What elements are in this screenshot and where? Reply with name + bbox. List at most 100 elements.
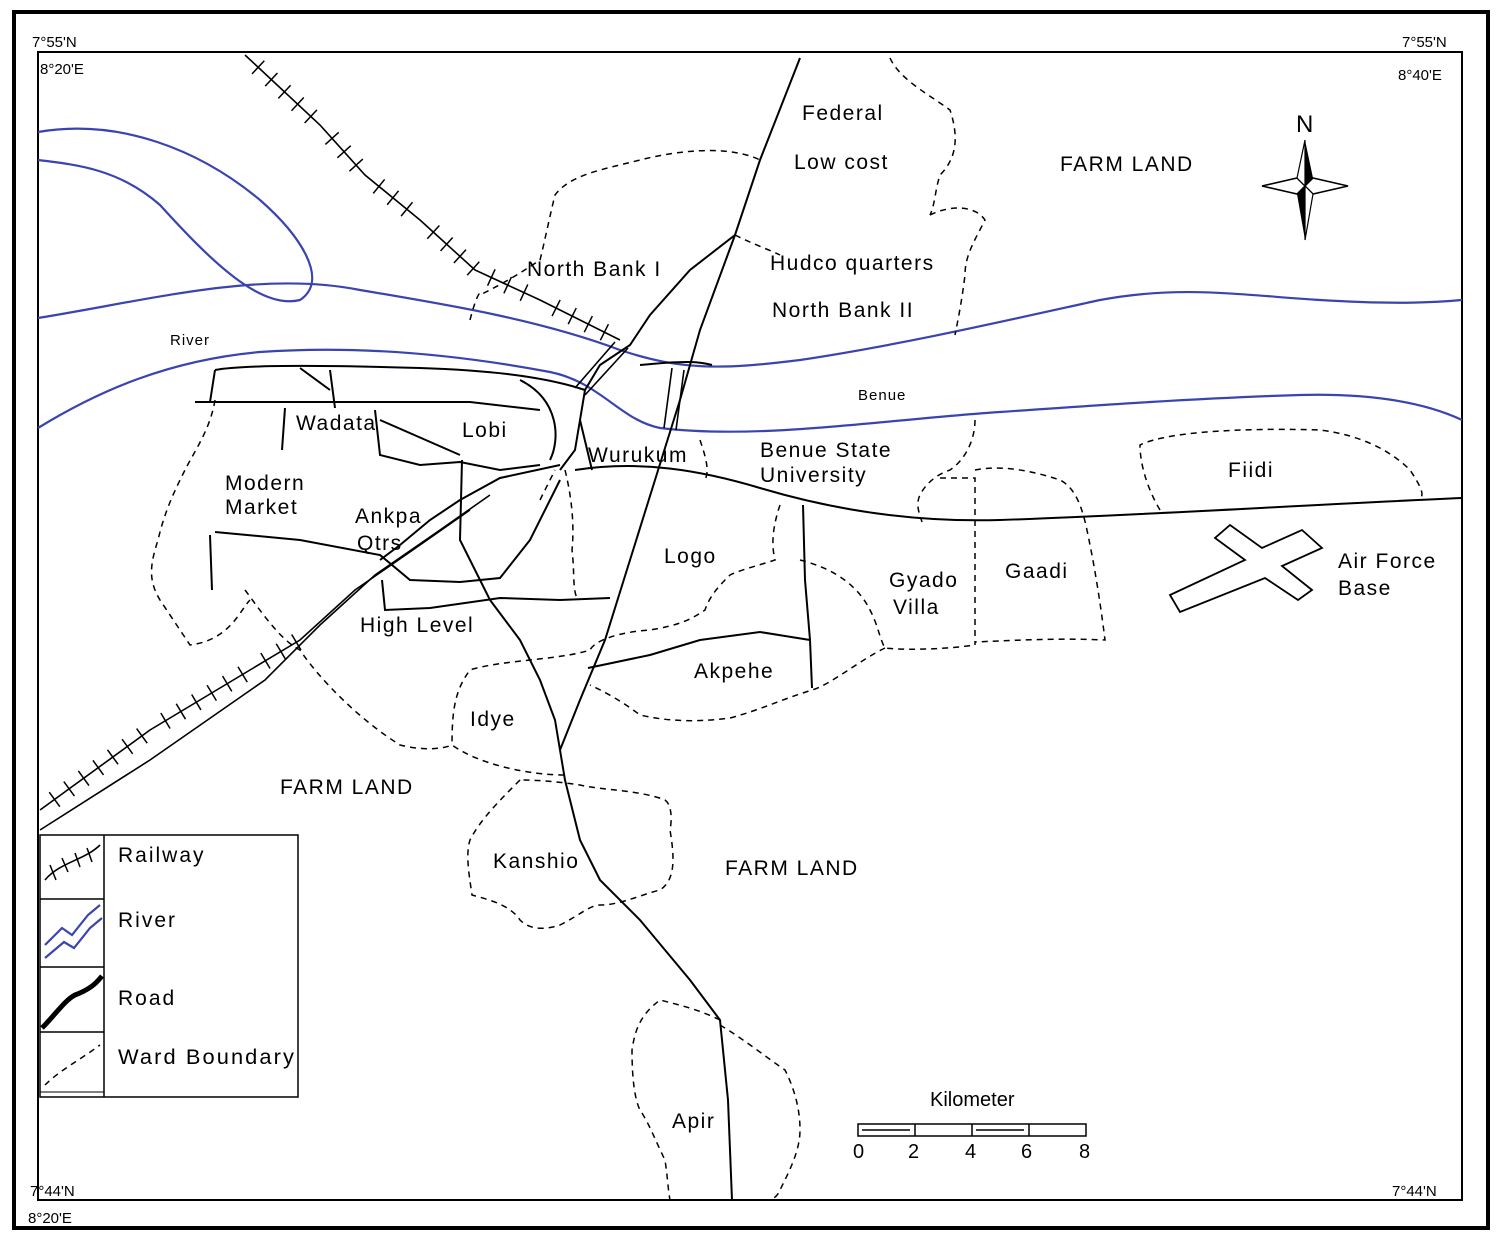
label-akpehe: Akpehe: [694, 660, 774, 683]
railway-tie: [175, 703, 187, 720]
railway-tie: [372, 178, 386, 194]
label-federal: Federal: [802, 102, 884, 125]
railway-tie: [221, 675, 233, 692]
label-wurukum: Wurukum: [588, 444, 688, 467]
coord-bottom-left-lat: 7°44'N: [30, 1183, 75, 1200]
label-low-cost: Low cost: [794, 151, 889, 174]
label-villa: Villa: [893, 596, 940, 619]
label-lobi: Lobi: [462, 419, 508, 442]
north-label: N: [1296, 111, 1313, 138]
railway-tie: [63, 781, 76, 797]
label-apir: Apir: [672, 1110, 715, 1133]
railway-tie: [48, 791, 61, 808]
label-benue-state: Benue State: [760, 439, 892, 462]
railway-tie: [106, 749, 119, 765]
railway-tie: [336, 145, 352, 159]
railway-tie: [237, 666, 248, 683]
railway-tie: [466, 261, 480, 276]
label-kanshio: Kanshio: [493, 850, 579, 873]
legend-river-swatch: [44, 904, 103, 959]
label-fiidi: Fiidi: [1228, 459, 1274, 482]
railway-tie: [260, 652, 271, 669]
railway-tie: [136, 728, 148, 744]
map-frame: [37, 51, 1463, 1201]
railway-tie: [567, 307, 577, 325]
coord-top-right-lat: 7°55'N: [1402, 34, 1447, 51]
railway-tie: [121, 738, 134, 755]
river-label: River: [170, 332, 210, 349]
legend-ward-swatch: [44, 1044, 101, 1086]
label-idye: Idye: [470, 708, 516, 731]
scale-tick-6: 6: [1021, 1141, 1032, 1163]
label-hudco-quarters: Hudco quarters: [770, 252, 935, 275]
scale-tick-2: 2: [908, 1141, 919, 1163]
railway-tie: [304, 109, 318, 124]
railway-tie: [348, 158, 364, 172]
label-logo: Logo: [664, 545, 717, 568]
label-north-bank-1: North Bank I: [527, 258, 662, 281]
bridges: [574, 341, 685, 431]
railway-tie: [440, 237, 454, 252]
railway-tie: [453, 249, 467, 264]
coord-bottom-right-lat: 7°44'N: [1392, 1183, 1437, 1200]
railway-tie: [206, 684, 218, 702]
label-qtrs: Qtrs: [357, 532, 403, 555]
label-high-level: High Level: [360, 614, 474, 637]
legend-railway-label: Railway: [118, 844, 206, 867]
railway-tie: [77, 770, 90, 786]
railway-tie: [426, 224, 440, 240]
railway-tie: [386, 190, 400, 206]
north-arrow: N: [1261, 111, 1349, 241]
scale-title: Kilometer: [930, 1089, 1015, 1111]
label-base: Base: [1338, 577, 1392, 600]
legend-railway-swatch: [44, 844, 101, 881]
railway-tie: [324, 131, 340, 145]
legend: Railway River Road Ward Boundary: [39, 834, 299, 1098]
label-farm-land-sw: FARM LAND: [280, 776, 414, 799]
railway-tie: [400, 201, 414, 217]
railway-tie: [264, 72, 279, 87]
coord-top-left-lat: 7°55'N: [32, 34, 77, 51]
legend-road-swatch: [40, 974, 104, 1030]
railway-tie: [551, 299, 561, 317]
railway-tie: [160, 712, 171, 729]
label-north-bank-2: North Bank II: [772, 299, 914, 322]
railway-tie: [251, 60, 265, 75]
scale-bar: Kilometer 0 2 4 6 8: [853, 1089, 1090, 1163]
railway-tie: [277, 84, 292, 99]
railway-tie: [291, 634, 302, 651]
railway-tie: [191, 694, 202, 711]
label-farm-land-s: FARM LAND: [725, 857, 859, 880]
legend-ward-label: Ward Boundary: [118, 1046, 296, 1069]
label-gyado: Gyado: [889, 569, 958, 592]
place-labels: Federal Low cost North Bank I Hudco quar…: [225, 102, 1437, 1133]
scale-tick-0: 0: [853, 1141, 864, 1163]
air-force-base-runway: [1168, 523, 1324, 614]
river-benue: [37, 127, 1463, 433]
coord-top-right-lon: 8°40'E: [1398, 67, 1442, 84]
railway-tie: [290, 97, 305, 112]
label-market: Market: [225, 496, 298, 519]
benue-label: Benue: [858, 387, 906, 404]
road-network: [195, 57, 1463, 1201]
railway-tie: [486, 269, 496, 287]
legend-river-label: River: [118, 909, 177, 932]
outer-frame: [12, 10, 1490, 1230]
label-university: University: [760, 464, 867, 487]
label-ankpa: Ankpa: [355, 505, 422, 528]
railway-tie: [275, 643, 287, 660]
railway-line: [39, 54, 621, 831]
scale-tick-4: 4: [965, 1141, 976, 1163]
railway-tie: [503, 276, 513, 294]
label-farm-land-ne: FARM LAND: [1060, 153, 1194, 176]
label-air-force: Air Force: [1338, 550, 1437, 573]
coord-bottom-left-lon: 8°20'E: [28, 1210, 72, 1227]
railway-tie: [583, 315, 593, 333]
legend-road-label: Road: [118, 987, 176, 1010]
label-modern: Modern: [225, 472, 305, 495]
coord-top-left-lon: 8°20'E: [40, 61, 84, 78]
railway-tie: [92, 759, 105, 776]
railway-tie: [519, 284, 529, 302]
scale-tick-8: 8: [1079, 1141, 1090, 1163]
